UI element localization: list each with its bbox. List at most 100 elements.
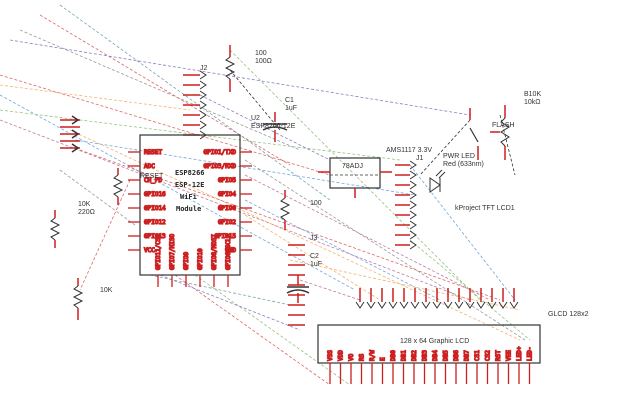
lcd-header-pin-tip [432, 301, 442, 309]
glcd-pin-label: DB4 [432, 350, 439, 361]
esp-title-4: Module [176, 205, 201, 213]
ratsnest-wire [9, 39, 471, 116]
u2-ref: U2 [251, 115, 260, 122]
ratsnest-wire [74, 139, 416, 196]
esp-pin-bottom-label: GPIO8/MOSI [211, 233, 218, 270]
ratsnest-wire [244, 199, 441, 301]
lcd-header-pin-tip [377, 301, 387, 309]
glcd-pin-label: RS [359, 353, 366, 361]
ratsnest-wire [59, 4, 331, 201]
esp-pin-left-label: CH_PD [144, 177, 162, 184]
esp-pin-left-label: GPIO12 [144, 219, 166, 226]
c2-ref: C2 [310, 253, 319, 260]
ratsnest-wire [69, 129, 521, 341]
glcd-pin-label: VEE [506, 350, 513, 361]
glcd-pin-label: DB7 [464, 350, 471, 361]
lcd-header-pin-tip [465, 301, 475, 309]
potentiometer-b10k[interactable] [490, 105, 510, 160]
ratsnest-wire [244, 159, 526, 341]
glcd-pin-label: DB2 [411, 350, 418, 361]
ratsnest-wire [0, 74, 331, 176]
esp-pin-right-label: GPIO1/TXD [203, 149, 236, 156]
r100-top-val: 100Ω [255, 58, 272, 65]
ratsnest-wire [229, 69, 281, 131]
glcd-pin-label: R/W [369, 350, 376, 361]
esp8266-module[interactable]: RESETADCCH_PDGPIO16GPIO14GPIO12GPIO13VCC… [128, 134, 252, 287]
c2-val: 1uF [310, 261, 322, 268]
lcd-header-pin-tip [355, 301, 365, 309]
ratsnest-wire [79, 149, 501, 301]
led-ref: PWR LED [443, 153, 475, 160]
glcd-pin-label: VSS [327, 350, 334, 361]
glcd-pin-label: CS1 [474, 350, 481, 361]
ams1117-label: AMS1117 3.3V [386, 147, 432, 154]
ratsnest-wire [159, 274, 301, 331]
esp-pin-bottom-label: GPIO7/MISO [169, 233, 176, 270]
resistor-r100-mid[interactable] [279, 190, 291, 230]
esp-pin-bottom-label: GPIO6/SCLK [225, 233, 232, 270]
regulator-78adj[interactable]: 78ADJ [318, 157, 392, 198]
capacitor-c2[interactable] [286, 275, 310, 303]
j3-label: J3 [310, 235, 318, 242]
capacitor-c1[interactable] [262, 112, 288, 142]
lcd-header-pin-tip [498, 301, 508, 309]
resistor-10k-b[interactable] [72, 278, 84, 320]
lcd-top-header[interactable] [355, 288, 519, 309]
lcd-header-pin-tip [509, 301, 519, 309]
ratsnest-wire [499, 114, 516, 176]
esp-pin-left-label: RESET [144, 149, 162, 156]
glcd-pin-label: DB3 [422, 350, 429, 361]
pwr-led[interactable] [429, 169, 446, 193]
ratsnest-wire [0, 84, 191, 111]
resistor-r100-top[interactable] [224, 45, 236, 92]
ratsnest-wire [39, 14, 291, 166]
esp-pin-right-label: GND [225, 247, 236, 254]
lcd-header-pin-tip [366, 301, 376, 309]
reset-switch-label: RESET [140, 173, 164, 180]
r10k-a-ref: 10K [78, 201, 91, 208]
ratsnest-wire [19, 29, 301, 151]
j1-header[interactable] [395, 160, 417, 250]
glcd-pin-label: VDD [338, 350, 345, 361]
lcd-header-pin-tip [443, 301, 453, 309]
ratsnest-wire [0, 94, 356, 291]
lcd-header-pin-tip [399, 301, 409, 309]
j2-label: J2 [200, 65, 208, 72]
lcd-header-pin-tip [476, 301, 486, 309]
flash-label: FLASH [492, 122, 515, 129]
glcd-pin-label: VO [348, 353, 355, 361]
j2-header[interactable] [183, 70, 207, 140]
ratsnest-wire [244, 214, 381, 301]
r10k-b-label: 10K [100, 287, 113, 294]
j3-header[interactable] [288, 244, 305, 326]
glcd-pin-label: RST [495, 350, 502, 361]
ratsnest-wire [149, 274, 291, 306]
led-val: Red (633nm) [443, 161, 484, 168]
r100-mid-label: 100 [310, 200, 322, 207]
lcd-header-pin-tip [388, 301, 398, 309]
glcd-pin-label: DB5 [443, 350, 450, 361]
flash-switch[interactable] [469, 108, 479, 160]
ratsnest-wires [0, 4, 531, 386]
esp-pin-left-label: VCC [144, 247, 155, 254]
esp-pin-left-label: GPIO14 [144, 205, 166, 212]
ratsnest-wire [419, 119, 471, 176]
esp-pin-right-label: GPIO3/RXD [203, 163, 236, 170]
ratsnest-wire [0, 119, 471, 301]
ratsnest-wire [199, 94, 331, 161]
esp-pin-bottom-label: GPIO9 [183, 252, 190, 270]
ratsnest-wire [289, 259, 521, 311]
esp-title-2: ESP-12E [175, 181, 205, 189]
glcd-body-label: 128 x 64 Graphic LCD [400, 338, 469, 345]
r10k-a-val: 220Ω [78, 209, 95, 216]
esp-pin-right-label: GPIO5 [218, 177, 236, 184]
resistor-10k-a[interactable] [49, 210, 61, 248]
left-header[interactable] [60, 115, 80, 153]
lcd-header-pin-tip [410, 301, 420, 309]
lcd-header-pin-tip [421, 301, 431, 309]
glcd-ref: GLCD 128x2 [548, 311, 589, 318]
reset-switch[interactable] [112, 168, 124, 205]
